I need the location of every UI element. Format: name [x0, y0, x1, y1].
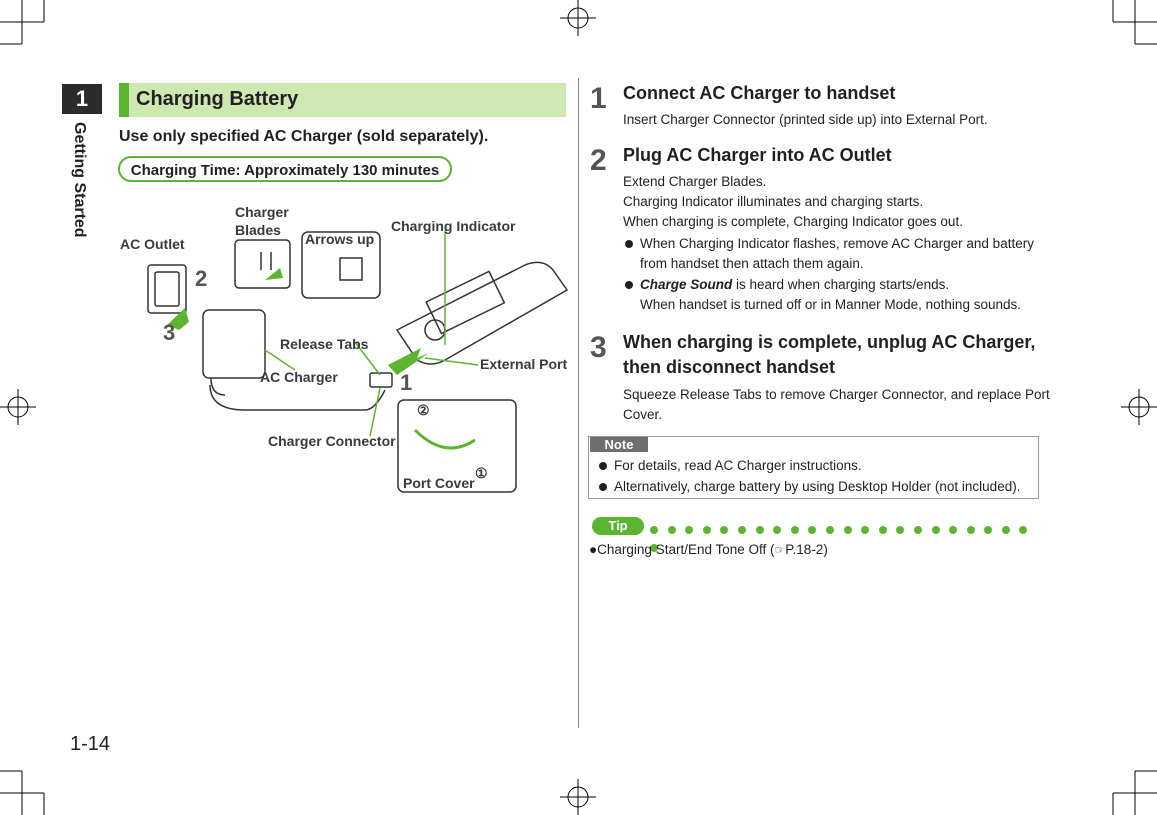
label-step-3: 3: [163, 320, 176, 345]
bullet-dot-icon: ●: [589, 542, 598, 557]
step-3-title-line1: When charging is complete, unplug AC Cha…: [623, 332, 1036, 352]
label-ac-outlet: AC Outlet: [120, 236, 185, 252]
step-2-body-2: Charging Indicator illuminates and charg…: [623, 194, 924, 209]
chapter-number: 1: [62, 84, 102, 114]
label-circ-1: ①: [475, 465, 488, 481]
label-ac-charger: AC Charger: [260, 369, 338, 385]
note-item-2: Alternatively, charge battery by using D…: [598, 477, 1020, 498]
charging-time-badge: Charging Time: Approximately 130 minutes: [118, 156, 452, 182]
step-1-body: Insert Charger Connector (printed side u…: [623, 112, 988, 127]
step-2-bullet-2-line1: is heard when charging starts/ends.: [732, 277, 950, 292]
step-2-body-1: Extend Charger Blades.: [623, 174, 767, 189]
step-3-number: 3: [590, 331, 607, 364]
note-box: [588, 436, 1039, 499]
charge-sound-term: Charge Sound: [640, 277, 733, 292]
charging-illustration: [147, 230, 569, 493]
step-2-title: Plug AC Charger into AC Outlet: [623, 145, 892, 165]
section-title: Charging Battery: [136, 88, 299, 110]
label-charging-indicator: Charging Indicator: [391, 218, 516, 234]
chapter-title-text: Getting Started: [71, 122, 88, 238]
note-item-1: For details, read AC Charger instruction…: [599, 456, 862, 477]
step-2-bullet-1-line1: When Charging Indicator flashes, remove …: [625, 234, 1034, 255]
section-intro: Use only specified AC Charger (sold sepa…: [119, 128, 489, 145]
label-step-1: 1: [400, 370, 413, 395]
step-3-body-line2: Cover.: [623, 407, 663, 422]
tip-text: Charging Start/End Tone Off (: [597, 542, 775, 557]
chapter-title: Getting Started: [60, 122, 90, 252]
step-2-number: 2: [590, 144, 607, 177]
note-label: Note: [590, 437, 648, 452]
label-external-port: External Port: [480, 356, 568, 372]
step-2-bullet-1-line2: from handset then attach them again.: [640, 256, 864, 271]
step-3-title-line2: then disconnect handset: [623, 357, 836, 377]
tip-label: Tip: [592, 517, 644, 535]
section-header: Charging Battery: [119, 83, 566, 117]
tip-item: ●Charging Start/End Tone Off (☞P.18-2): [589, 542, 828, 557]
label-charger-connector: Charger Connector: [268, 433, 396, 449]
step-1-title: Connect AC Charger to handset: [623, 83, 896, 103]
tip-dotted-rule: [650, 521, 1042, 552]
label-charger-blades-2: Blades: [235, 222, 281, 238]
label-step-2: 2: [195, 266, 208, 291]
column-divider: [578, 78, 579, 728]
step-3-body-line1: Squeeze Release Tabs to remove Charger C…: [623, 387, 1050, 402]
pointing-hand-icon: ☞: [774, 543, 786, 557]
charging-figure: AC Outlet Charger Blades Arrows up Charg…: [115, 190, 570, 500]
step-1-number: 1: [590, 82, 607, 115]
label-arrows-up: Arrows up: [305, 231, 375, 247]
step-2-body-3: When charging is complete, Charging Indi…: [623, 214, 963, 229]
tip-page-ref[interactable]: P.18-2): [785, 542, 828, 557]
step-2-bullet-2-line2: When handset is turned off or in Manner …: [640, 297, 1021, 312]
page-number: 1-14: [70, 733, 111, 755]
label-circ-2: ②: [417, 402, 430, 418]
label-port-cover: Port Cover: [403, 475, 475, 491]
section-header-bar: [119, 83, 129, 117]
label-release-tabs: Release Tabs: [280, 336, 369, 352]
label-charger-blades-1: Charger: [235, 204, 289, 220]
step-2-bullet-2: Charge Sound is heard when charging star…: [624, 275, 950, 296]
